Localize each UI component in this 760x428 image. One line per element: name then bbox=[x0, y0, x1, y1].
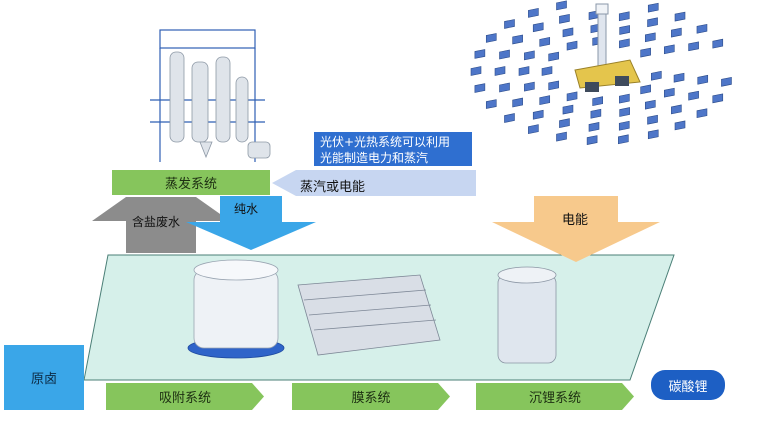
evaporation-system-label: 蒸发系统 bbox=[164, 177, 217, 192]
evaporator-plant-illustration bbox=[150, 29, 271, 162]
heliostat-panel bbox=[524, 81, 535, 92]
heliostat-panel bbox=[651, 70, 662, 81]
steam-or-power-label: 蒸汽或电能 bbox=[300, 180, 366, 195]
heliostat-panel bbox=[712, 38, 724, 49]
heliostat-panel bbox=[647, 2, 659, 13]
heliostat-panel bbox=[663, 87, 675, 98]
heliostat-panel bbox=[619, 25, 630, 35]
lithium-carbonate-badge: 碳酸锂 bbox=[651, 370, 725, 400]
heliostat-panel bbox=[712, 93, 724, 104]
evaporation-system-bar: 蒸发系统 bbox=[112, 170, 270, 195]
heliostat-panel bbox=[590, 108, 602, 119]
pv-note-line2: 光能制造电力和蒸汽 bbox=[320, 151, 429, 165]
heliostat-panel bbox=[721, 76, 732, 87]
heliostat-panel bbox=[640, 84, 651, 95]
heliostat-panel bbox=[532, 109, 544, 120]
solar-field-illustration bbox=[470, 0, 732, 145]
heliostat-panel bbox=[618, 120, 630, 131]
heliostat-panel bbox=[674, 120, 686, 131]
pure-water-label: 纯水 bbox=[234, 202, 259, 216]
heliostat-panel bbox=[485, 33, 497, 43]
heliostat-panel bbox=[548, 80, 559, 91]
heliostat-panel bbox=[562, 27, 574, 38]
heliostat-panel bbox=[512, 97, 523, 108]
heliostat-panel bbox=[556, 0, 567, 11]
heliostat-panel bbox=[618, 134, 629, 145]
pv-note-line1: 光伏+光热系统可以利用 bbox=[320, 135, 451, 149]
heliostat-panel bbox=[548, 51, 559, 62]
heliostat-panel bbox=[532, 22, 544, 33]
raw-brine-box: 原卤 bbox=[4, 345, 84, 410]
heliostat-panel bbox=[673, 72, 685, 83]
heliostat-panel bbox=[697, 74, 709, 85]
heliostat-panel bbox=[539, 37, 551, 47]
heliostat-panel bbox=[512, 34, 523, 45]
heliostat-panel bbox=[647, 129, 659, 140]
heliostat-panel bbox=[663, 44, 675, 55]
pv-thermal-note: 光伏+光热系统可以利用 光能制造电力和蒸汽 bbox=[314, 132, 472, 166]
heliostat-panel bbox=[640, 47, 651, 58]
adsorption-system-bar: 吸附系统 bbox=[106, 383, 264, 410]
heliostat-panel bbox=[671, 27, 682, 38]
heliostat-panel bbox=[474, 49, 486, 59]
membrane-system-label: 膜系统 bbox=[351, 391, 391, 406]
heliostat-panel bbox=[559, 13, 570, 24]
heliostat-panel bbox=[474, 83, 486, 93]
heliostat-panel bbox=[499, 82, 510, 93]
lithium-carbonate-label: 碳酸锂 bbox=[668, 379, 708, 395]
heliostat-panel bbox=[696, 108, 708, 119]
heliostat-panel bbox=[494, 66, 506, 76]
heliostat-panel bbox=[619, 93, 630, 104]
heliostat-panel bbox=[586, 135, 598, 145]
heliostat-panel bbox=[524, 50, 535, 61]
heliostat-panel bbox=[644, 99, 656, 110]
heliostat-panel bbox=[688, 90, 699, 101]
heliostat-panel bbox=[528, 124, 539, 134]
heliostat-panel bbox=[566, 91, 578, 102]
heliostat-panel bbox=[618, 11, 630, 22]
heliostat-panel bbox=[644, 32, 656, 43]
heliostat-panel bbox=[556, 131, 567, 142]
salt-wastewater-label: 含盐废水 bbox=[132, 215, 181, 229]
membrane-system-bar: 膜系统 bbox=[292, 383, 450, 410]
heliostat-panel bbox=[559, 118, 570, 129]
heliostat-panel bbox=[541, 66, 553, 76]
heliostat-panel bbox=[688, 41, 699, 52]
heliostat-panel bbox=[619, 107, 630, 117]
heliostat-panel bbox=[674, 11, 686, 22]
heliostat-panel bbox=[470, 66, 482, 76]
heliostat-panel bbox=[504, 113, 515, 123]
lithium-precip-system-bar: 沉锂系统 bbox=[476, 383, 634, 410]
heliostat-panel bbox=[696, 23, 708, 34]
heliostat-panel bbox=[562, 104, 574, 115]
heliostat-panel bbox=[485, 99, 497, 109]
heliostat-panel bbox=[528, 8, 539, 18]
heliostat-panel bbox=[671, 104, 682, 115]
heliostat-panel bbox=[566, 40, 578, 51]
heliostat-panel bbox=[592, 96, 603, 107]
lithium-precip-system-label: 沉锂系统 bbox=[528, 391, 581, 406]
electric-power-label: 电能 bbox=[562, 213, 589, 228]
raw-brine-label: 原卤 bbox=[30, 372, 57, 387]
heliostat-panel bbox=[647, 114, 658, 125]
heliostat-panel bbox=[518, 66, 530, 76]
heliostat-panel bbox=[504, 19, 515, 29]
heliostat-panel bbox=[499, 49, 510, 60]
heliostat-panel bbox=[588, 122, 600, 132]
adsorption-system-label: 吸附系统 bbox=[158, 391, 211, 406]
heliostat-panel bbox=[619, 38, 630, 49]
heliostat-panel bbox=[539, 95, 551, 105]
heliostat-panel bbox=[647, 17, 658, 28]
